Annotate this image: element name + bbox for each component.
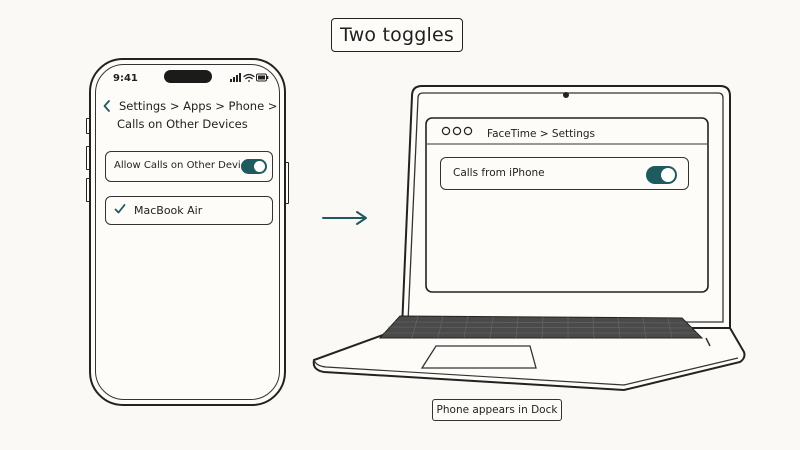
page-title: Calls on Other Devices <box>117 117 248 131</box>
phone-screen <box>95 64 280 400</box>
window-title: FaceTime > Settings <box>487 128 595 140</box>
keyboard <box>378 315 704 339</box>
toggle-knob <box>254 161 265 172</box>
device-row-macbook[interactable] <box>105 196 273 225</box>
calls-from-iphone-label: Calls from iPhone <box>453 167 545 179</box>
checkmark-icon <box>114 204 126 214</box>
status-time: 9:41 <box>113 73 138 84</box>
laptop-base-edge <box>313 357 739 386</box>
allow-calls-toggle[interactable] <box>241 159 267 174</box>
chevron-left-icon[interactable] <box>102 99 112 113</box>
signal-icon <box>230 73 241 82</box>
window-controls-icon[interactable] <box>441 126 473 136</box>
status-icons <box>230 73 269 82</box>
device-label: MacBook Air <box>134 204 203 217</box>
calls-from-iphone-toggle[interactable] <box>646 166 677 184</box>
toggle-knob <box>661 168 675 182</box>
dynamic-island <box>164 70 212 83</box>
diagram-title: Two toggles <box>331 18 463 52</box>
camera-icon <box>563 92 569 98</box>
phone-frame <box>89 58 286 406</box>
arrow-right-icon <box>322 211 367 225</box>
trackpad <box>420 345 537 369</box>
battery-icon <box>256 73 269 82</box>
wifi-icon <box>243 73 255 82</box>
laptop-base <box>312 327 746 392</box>
breadcrumb: Settings > Apps > Phone > <box>119 99 278 113</box>
laptop-bezel <box>407 92 724 323</box>
caption: Phone appears in Dock <box>432 399 562 421</box>
allow-calls-label: Allow Calls on Other Devices <box>114 160 258 171</box>
laptop-port <box>705 337 711 347</box>
